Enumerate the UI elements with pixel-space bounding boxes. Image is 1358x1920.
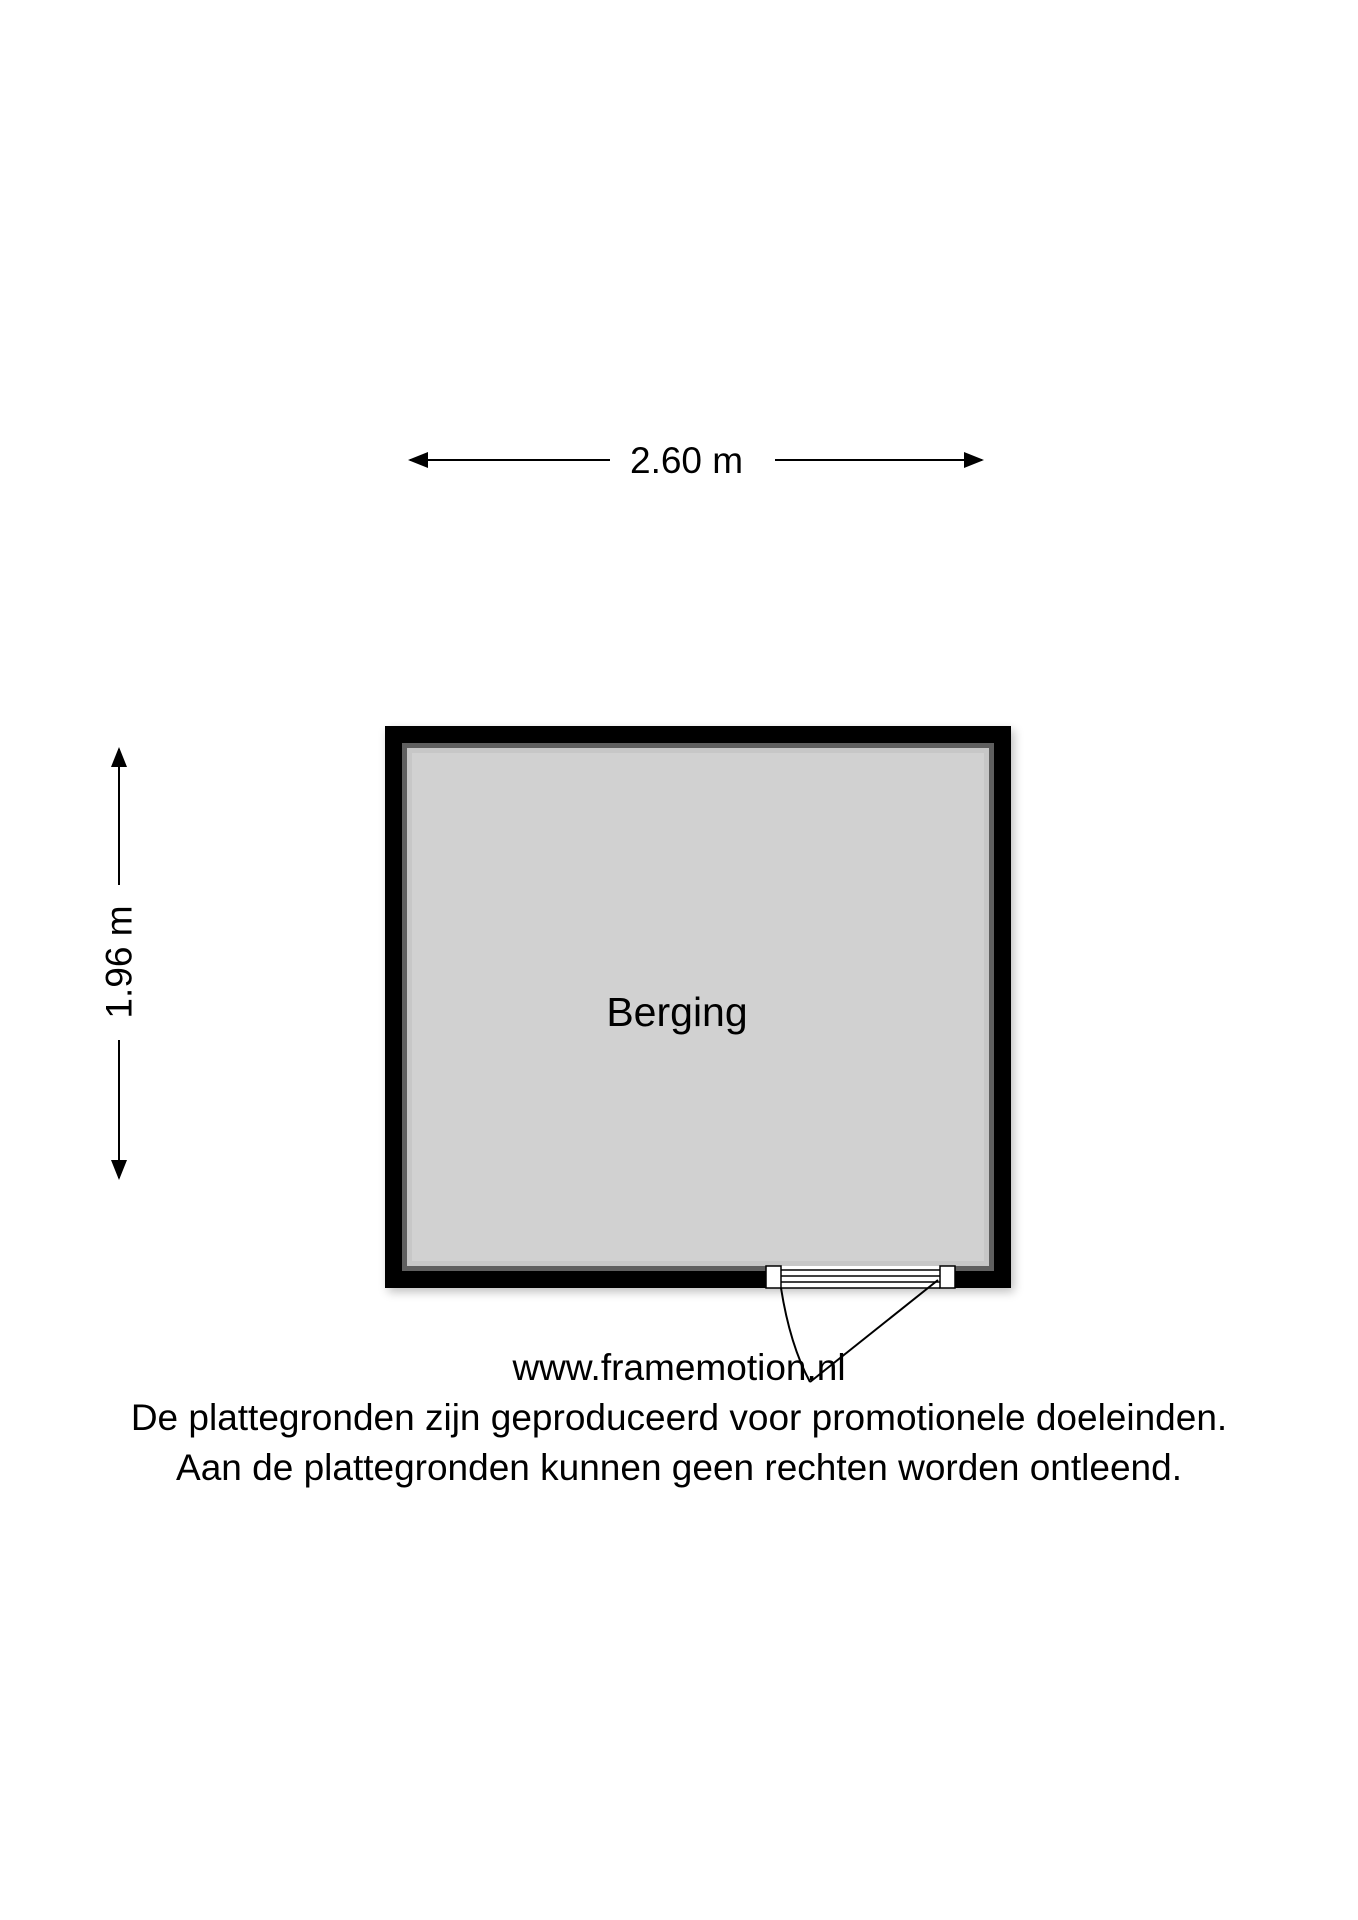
room-floor-berging	[407, 748, 989, 1266]
disclaimer-line-1: De plattegronden zijn geproduceerd voor …	[130, 1397, 1228, 1438]
room-label: Berging	[606, 989, 748, 1035]
door	[765, 1265, 956, 1383]
width-label: 2.60 m	[630, 440, 744, 481]
disclaimer-line-2: Aan de plattegronden kunnen geen rechten…	[176, 1447, 1182, 1488]
height-label: 1.96 m	[98, 905, 140, 1019]
footer: www.framemotion.nl De plattegronden zijn…	[0, 1343, 1358, 1493]
website-link[interactable]: www.framemotion.nl	[512, 1347, 846, 1388]
